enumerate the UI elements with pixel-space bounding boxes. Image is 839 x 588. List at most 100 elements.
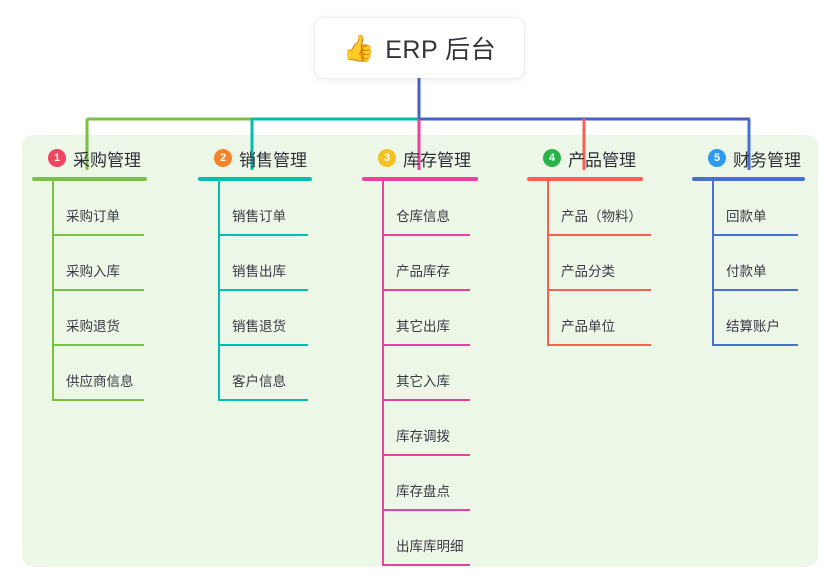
- menu-item-label: 仓库信息: [396, 209, 450, 224]
- column-title-1: 采购管理: [73, 150, 141, 170]
- menu-item[interactable]: 结算账户: [712, 291, 805, 346]
- menu-item[interactable]: 供应商信息: [52, 346, 147, 401]
- menu-item-label: 供应商信息: [66, 374, 134, 389]
- column-spine-1: [52, 181, 54, 401]
- menu-item[interactable]: 产品（物料）: [547, 181, 651, 236]
- menu-item[interactable]: 销售退货: [218, 291, 312, 346]
- column-title-3: 库存管理: [403, 150, 471, 170]
- menu-item-label: 产品（物料）: [561, 209, 642, 224]
- menu-item-underline: [382, 509, 470, 511]
- column-title-5: 财务管理: [733, 150, 801, 170]
- menu-item[interactable]: 产品分类: [547, 236, 651, 291]
- menu-item-label: 销售退货: [232, 319, 286, 334]
- menu-item-label: 付款单: [726, 264, 767, 279]
- menu-item[interactable]: 其它入库: [382, 346, 478, 401]
- column-badge-4: 4: [543, 149, 561, 167]
- column-header-3[interactable]: 3 库存管理: [362, 145, 478, 171]
- column-items-5: 回款单付款单结算账户: [692, 181, 805, 346]
- menu-item[interactable]: 回款单: [712, 181, 805, 236]
- column-items-4: 产品（物料） 产品分类产品单位: [527, 181, 651, 346]
- menu-item[interactable]: 仓库信息: [382, 181, 478, 236]
- column-2: 2 销售管理销售订单销售出库销售退货客户信息: [198, 145, 312, 401]
- column-badge-5: 5: [708, 149, 726, 167]
- menu-item[interactable]: 采购订单: [52, 181, 147, 236]
- column-rule-2: [198, 177, 312, 181]
- menu-item-underline: [52, 234, 144, 236]
- menu-item-label: 产品库存: [396, 264, 450, 279]
- thumbs-up-icon: 👍: [342, 33, 376, 63]
- menu-item[interactable]: 库存盘点: [382, 456, 478, 511]
- column-badge-2: 2: [214, 149, 232, 167]
- menu-item-underline: [547, 344, 651, 346]
- menu-item-label: 销售出库: [232, 264, 286, 279]
- root-title-card[interactable]: 👍 ERP 后台: [315, 18, 524, 78]
- menu-item-underline: [382, 399, 470, 401]
- menu-item-label: 产品分类: [561, 264, 615, 279]
- column-header-4[interactable]: 4 产品管理: [527, 145, 643, 171]
- menu-item-underline: [218, 289, 308, 291]
- menu-item-label: 库存盘点: [396, 484, 450, 499]
- column-spine-4: [547, 181, 549, 346]
- menu-item[interactable]: 其它出库: [382, 291, 478, 346]
- menu-item[interactable]: 销售订单: [218, 181, 312, 236]
- column-spine-5: [712, 181, 714, 346]
- menu-item-label: 出库库明细: [396, 539, 464, 554]
- column-1: 1 采购管理采购订单采购入库采购退货供应商信息: [32, 145, 147, 401]
- menu-item-label: 产品单位: [561, 319, 615, 334]
- menu-item-label: 库存调拨: [396, 429, 450, 444]
- menu-item[interactable]: 付款单: [712, 236, 805, 291]
- column-items-2: 销售订单销售出库销售退货客户信息: [198, 181, 312, 401]
- menu-item-label: 回款单: [726, 209, 767, 224]
- menu-item-label: 其它入库: [396, 374, 450, 389]
- column-title-2: 销售管理: [239, 150, 307, 170]
- column-5: 5 财务管理回款单付款单结算账户: [692, 145, 805, 346]
- menu-item[interactable]: 采购入库: [52, 236, 147, 291]
- menu-item-underline: [52, 289, 144, 291]
- menu-item-underline: [547, 234, 651, 236]
- menu-item-underline: [382, 454, 470, 456]
- column-badge-3: 3: [378, 149, 396, 167]
- column-4: 4 产品管理产品（物料） 产品分类产品单位: [527, 145, 651, 346]
- menu-item-underline: [52, 344, 144, 346]
- menu-item-underline: [712, 289, 798, 291]
- column-items-3: 仓库信息产品库存其它出库其它入库库存调拨库存盘点出库库明细: [362, 181, 478, 566]
- menu-item-underline: [52, 399, 144, 401]
- menu-item-label: 销售订单: [232, 209, 286, 224]
- menu-item-underline: [218, 344, 308, 346]
- root-title-text: ERP 后台: [385, 36, 497, 64]
- menu-item-underline: [218, 399, 308, 401]
- menu-item[interactable]: 产品库存: [382, 236, 478, 291]
- column-header-1[interactable]: 1 采购管理: [32, 145, 147, 171]
- menu-item[interactable]: 客户信息: [218, 346, 312, 401]
- menu-item[interactable]: 库存调拨: [382, 401, 478, 456]
- column-rule-1: [32, 177, 147, 181]
- menu-item-underline: [712, 344, 798, 346]
- menu-item-underline: [547, 289, 651, 291]
- menu-item[interactable]: 销售出库: [218, 236, 312, 291]
- menu-item-underline: [712, 234, 798, 236]
- menu-item-underline: [382, 344, 470, 346]
- menu-item-underline: [382, 564, 470, 566]
- column-rule-4: [527, 177, 643, 181]
- column-badge-1: 1: [48, 149, 66, 167]
- column-header-5[interactable]: 5 财务管理: [692, 145, 805, 171]
- menu-item-label: 结算账户: [726, 319, 780, 334]
- menu-item-label: 采购订单: [66, 209, 120, 224]
- column-title-4: 产品管理: [568, 150, 636, 170]
- menu-item-label: 其它出库: [396, 319, 450, 334]
- menu-item[interactable]: 产品单位: [547, 291, 651, 346]
- column-3: 3 库存管理仓库信息产品库存其它出库其它入库库存调拨库存盘点出库库明细: [362, 145, 478, 566]
- menu-item[interactable]: 出库库明细: [382, 511, 478, 566]
- menu-item-label: 采购退货: [66, 319, 120, 334]
- menu-item-label: 采购入库: [66, 264, 120, 279]
- menu-item-underline: [382, 234, 470, 236]
- menu-item[interactable]: 采购退货: [52, 291, 147, 346]
- menu-item-label: 客户信息: [232, 374, 286, 389]
- column-header-2[interactable]: 2 销售管理: [198, 145, 312, 171]
- column-rule-3: [362, 177, 478, 181]
- column-spine-2: [218, 181, 220, 401]
- menu-item-underline: [218, 234, 308, 236]
- column-items-1: 采购订单采购入库采购退货供应商信息: [32, 181, 147, 401]
- menu-item-underline: [382, 289, 470, 291]
